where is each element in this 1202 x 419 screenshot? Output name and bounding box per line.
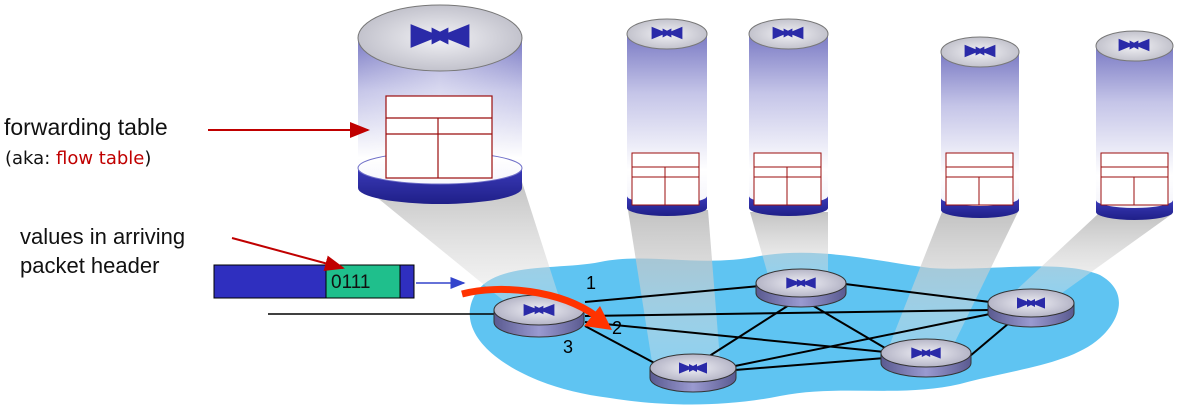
forward-arrow: [461, 285, 612, 330]
port-1-label: 1: [586, 273, 597, 293]
packet: [213, 264, 415, 299]
port-2-label: 2: [612, 318, 623, 338]
router-net-2: [755, 268, 847, 308]
values-label-line1: values in arriving: [20, 224, 186, 249]
controller-cylinder-2: [626, 18, 708, 216]
router-net-3: [649, 353, 737, 393]
values-label: values in arriving packet header: [20, 222, 185, 280]
table-grid-icon: [385, 95, 493, 179]
values-label-line2: packet header: [20, 253, 160, 278]
controller-cylinder-main: [357, 4, 523, 204]
aka-suffix: ): [144, 148, 152, 169]
packet-header-value: 0111: [331, 272, 371, 293]
beam-2: [628, 210, 720, 362]
packet-body: [213, 264, 327, 299]
beam-4: [890, 212, 1018, 348]
flow-table-label: flow table: [55, 148, 145, 169]
beam-5: [1010, 214, 1172, 298]
router-net-5: [987, 288, 1075, 328]
table-grid-icon: [753, 152, 822, 206]
beam-main: [358, 182, 560, 306]
port-3-label: 3: [563, 337, 574, 357]
router-net-4: [880, 338, 972, 378]
controller-cylinder-3: [748, 18, 829, 216]
aka-label: (aka: flow table): [5, 148, 151, 169]
header-value-pointer: [231, 237, 345, 272]
beam-3: [750, 212, 828, 282]
packet-tail: [399, 264, 415, 299]
aka-prefix: (aka:: [5, 148, 56, 169]
controller-cylinder-4: [940, 36, 1020, 218]
table-grid-icon: [1100, 152, 1169, 206]
beams: [358, 182, 1172, 362]
forwarding-table-label: forwarding table: [4, 114, 168, 140]
table-grid-icon: [631, 152, 700, 206]
table-grid-icon: [945, 152, 1014, 206]
controller-cylinder-5: [1095, 30, 1174, 220]
